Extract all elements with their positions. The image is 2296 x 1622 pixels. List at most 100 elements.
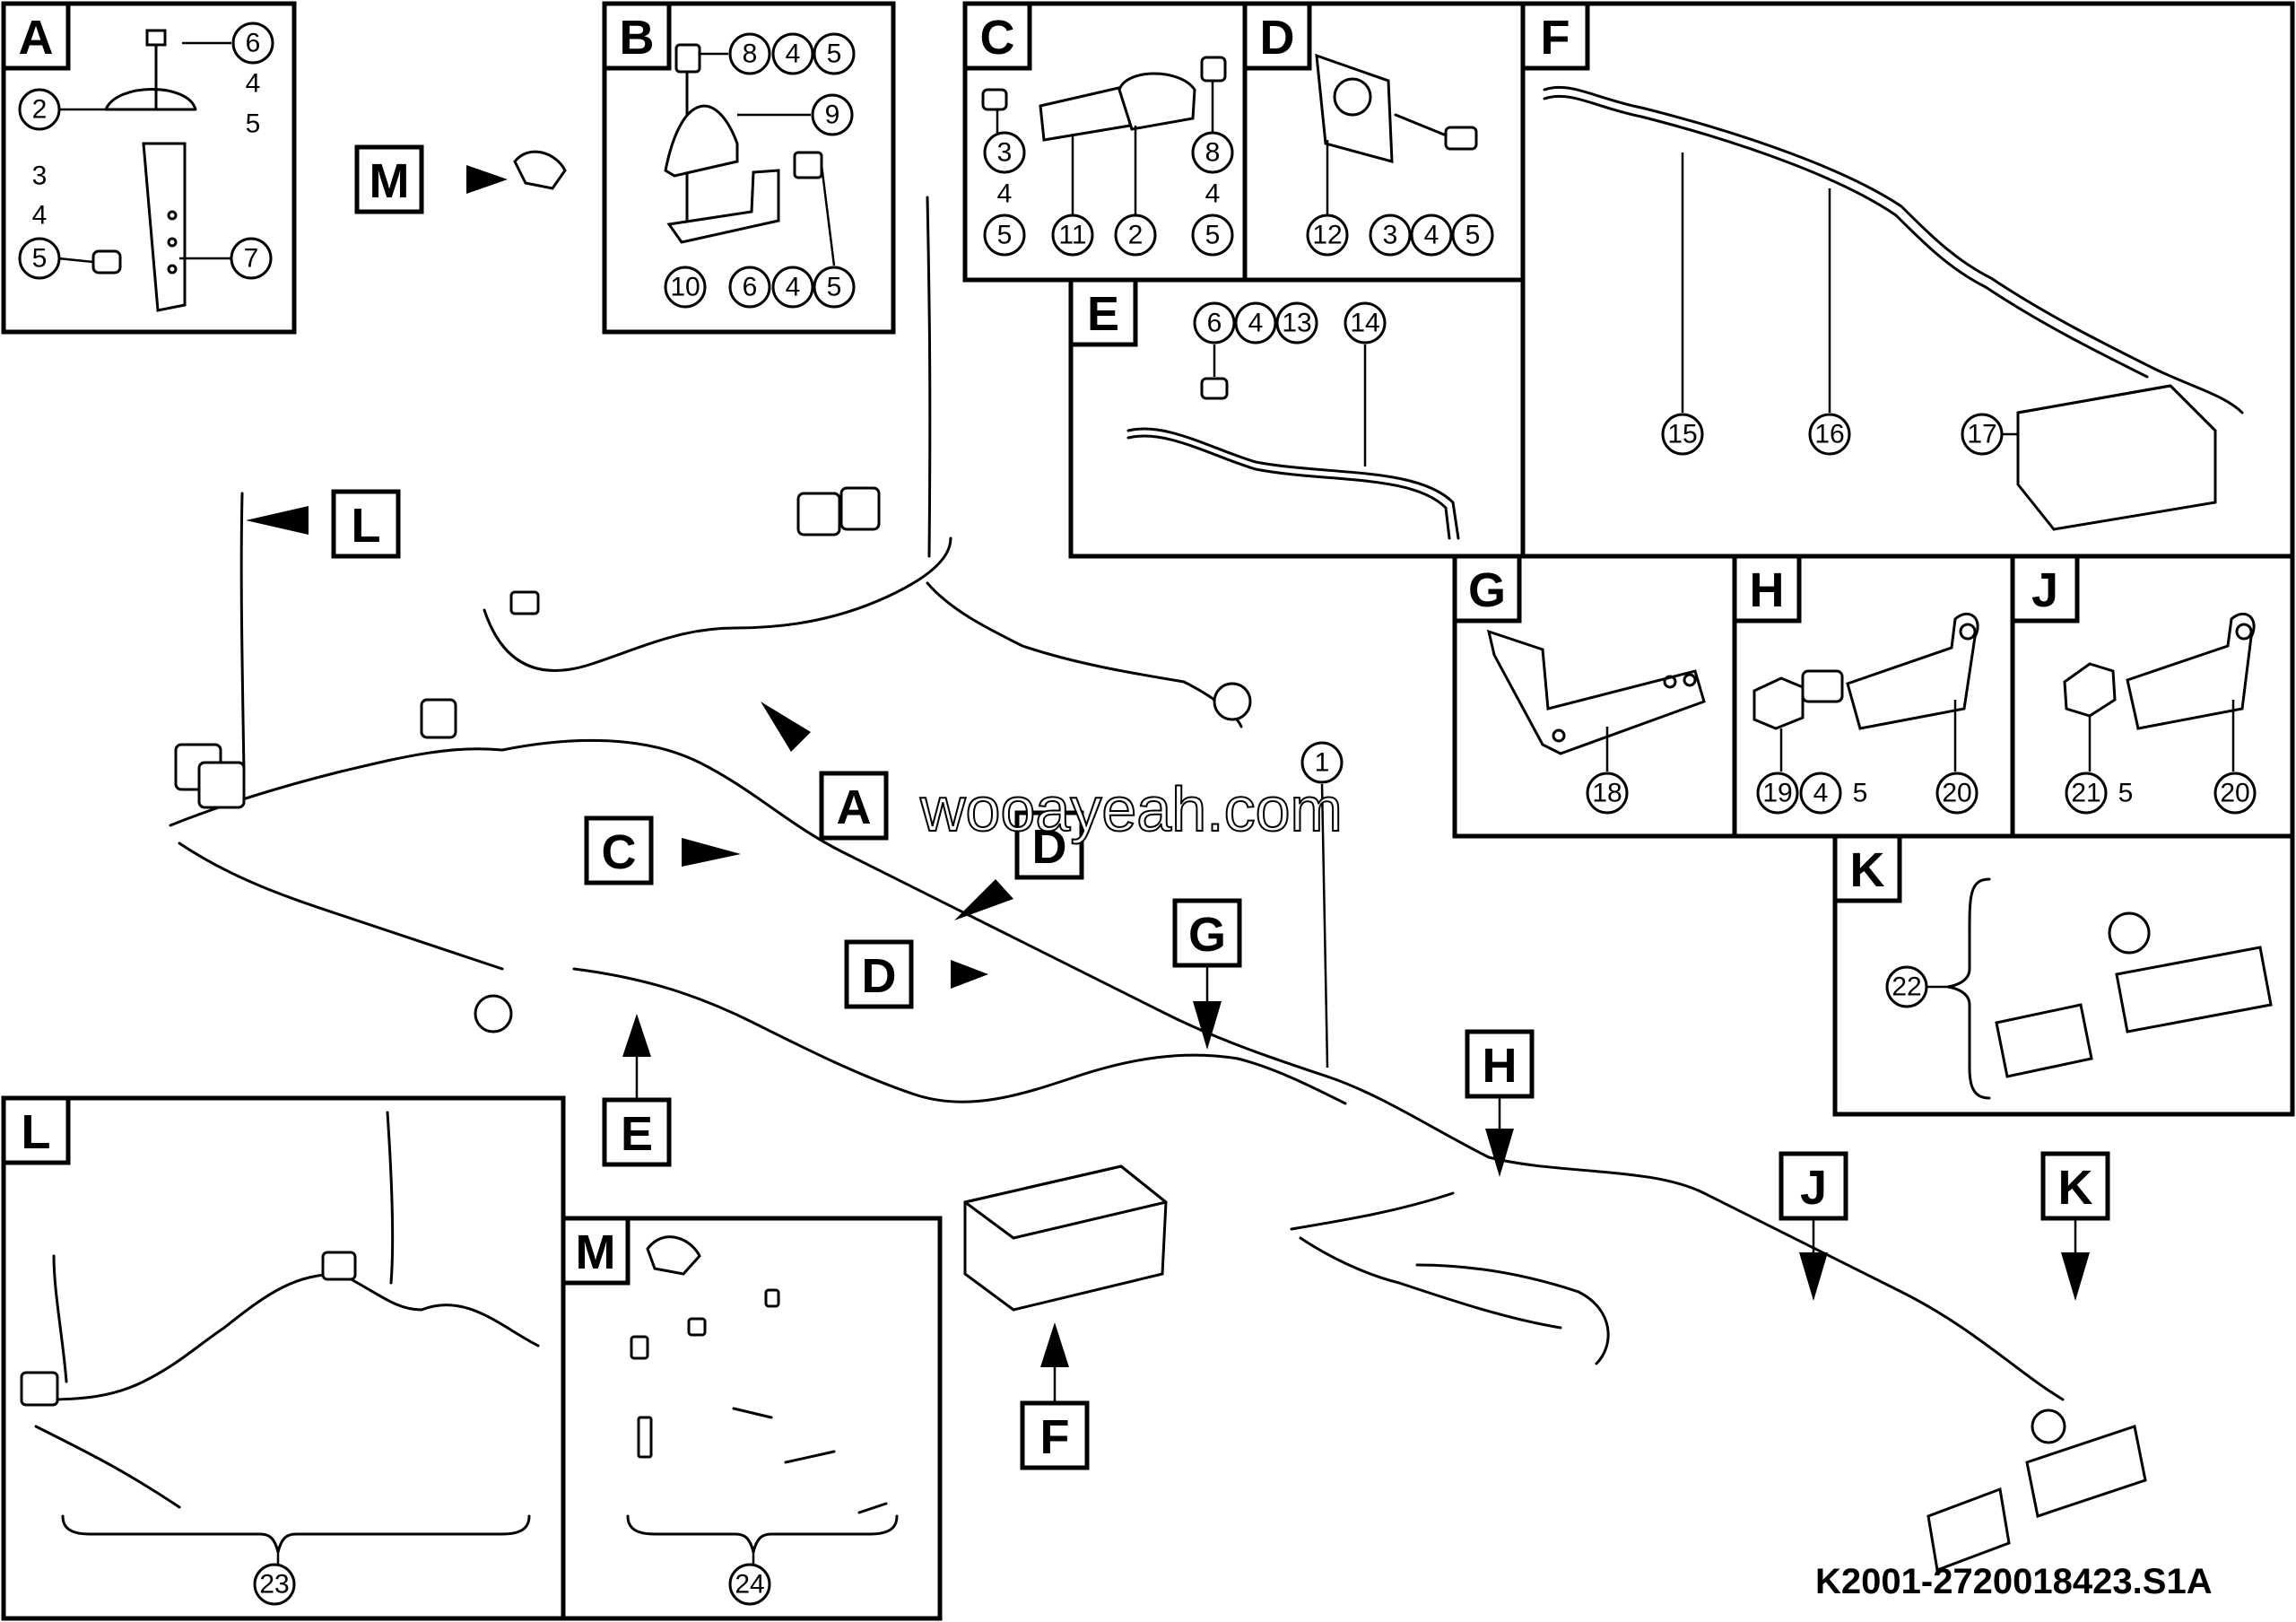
view-k-parts xyxy=(1892,877,2273,1100)
view-h-parts xyxy=(1752,613,1979,772)
main-label-text-d1: D xyxy=(1032,820,1067,874)
main-label-text-d2: D xyxy=(862,949,897,1003)
callouts-d: 12 3 4 5 xyxy=(1306,214,1494,257)
callout-a-5: 3 xyxy=(32,161,48,191)
callouts-c: 3 4 5 11 2 8 4 5 xyxy=(983,131,1234,257)
callout-e-3: 13 xyxy=(1282,309,1311,338)
callout-a-4: 2 xyxy=(32,95,48,125)
view-label-e: E xyxy=(1087,287,1119,341)
callout-e-4: 14 xyxy=(1350,309,1379,338)
callouts-h: 19 4 5 20 xyxy=(1756,772,1979,815)
main-label-text-h: H xyxy=(1483,1039,1518,1093)
view-label-a: A xyxy=(19,11,54,65)
view-b-parts xyxy=(664,43,836,266)
callouts-l: 23 xyxy=(253,1563,296,1606)
callout-c-6: 8 xyxy=(1205,138,1221,168)
callout-h-4: 20 xyxy=(1942,779,1971,808)
callouts-a: 6 4 5 2 3 4 5 7 xyxy=(18,22,274,280)
callout-h-3: 5 xyxy=(1853,779,1868,808)
callout-h-1: 19 xyxy=(1762,779,1792,808)
view-m-parts xyxy=(626,1235,899,1565)
main-label-f: F xyxy=(1020,1322,1090,1470)
callout-c-3: 5 xyxy=(997,221,1013,250)
callouts-j: 21 5 20 xyxy=(2065,772,2257,815)
callout-f-3: 17 xyxy=(1967,420,1996,449)
main-label-text-e: E xyxy=(621,1107,653,1161)
main-callout-1: 1 xyxy=(1300,741,1344,1068)
callout-c-8: 5 xyxy=(1205,221,1221,250)
callout-h-2: 4 xyxy=(1813,779,1829,808)
callout-b-2: 4 xyxy=(786,39,801,69)
callout-d-1: 12 xyxy=(1312,221,1342,250)
main-label-e: E xyxy=(602,1014,672,1167)
callout-b-6: 6 xyxy=(743,273,758,302)
view-label-c: C xyxy=(980,11,1015,65)
callout-c-4: 11 xyxy=(1058,221,1086,250)
callout-b-5: 10 xyxy=(670,273,700,302)
main-label-m: M xyxy=(354,144,508,214)
main-label-text-m: M xyxy=(370,154,410,208)
main-label-text-a: A xyxy=(837,780,872,834)
view-label-b: B xyxy=(620,11,655,65)
callout-j-3: 20 xyxy=(2220,779,2249,808)
main-label-a: A xyxy=(761,702,889,841)
view-label-k: K xyxy=(1850,843,1885,897)
main-harness-assembly xyxy=(169,150,2147,1573)
callout-c-2: 4 xyxy=(997,179,1013,209)
callout-c-5: 2 xyxy=(1128,221,1144,250)
callout-a-6: 4 xyxy=(32,201,48,231)
callout-f-2: 16 xyxy=(1814,420,1844,449)
callouts-m: 24 xyxy=(728,1563,771,1606)
view-label-m: M xyxy=(576,1225,616,1279)
main-label-l: L xyxy=(246,489,401,559)
view-f-parts xyxy=(1543,85,2244,531)
view-d-parts xyxy=(1315,53,1478,215)
main-label-text-j: J xyxy=(1800,1161,1827,1215)
callout-b-1: 8 xyxy=(743,39,758,69)
view-j-parts xyxy=(2063,613,2256,772)
callout-a-3: 5 xyxy=(246,109,261,139)
view-c-parts xyxy=(981,56,1227,215)
main-label-d2: D xyxy=(844,939,988,1009)
callout-a-7: 5 xyxy=(32,244,48,274)
view-label-g: G xyxy=(1468,563,1506,617)
callout-a-1: 6 xyxy=(246,29,261,58)
main-label-text-c: C xyxy=(602,825,637,879)
callout-g-1: 18 xyxy=(1592,779,1622,808)
watermark: wooayeah.com xyxy=(919,774,1343,844)
main-label-text-l: L xyxy=(352,499,381,553)
view-label-j: J xyxy=(2031,563,2058,617)
main-label-text-g: G xyxy=(1188,908,1226,962)
view-label-f: F xyxy=(1541,11,1570,65)
main-label-k: K xyxy=(2040,1151,2110,1301)
view-a-parts xyxy=(57,29,231,312)
callout-m-1: 24 xyxy=(735,1570,764,1600)
callout-j-2: 5 xyxy=(2118,779,2134,808)
main-label-text-f: F xyxy=(1040,1410,1070,1464)
view-label-l: L xyxy=(22,1105,51,1159)
view-l-parts xyxy=(20,1111,540,1565)
callout-e-1: 6 xyxy=(1207,309,1222,338)
view-box-l: L xyxy=(1,1095,566,1621)
callout-b-3: 5 xyxy=(827,39,842,69)
callout-a-8: 7 xyxy=(244,244,259,274)
callout-k-1: 22 xyxy=(1892,972,1921,1002)
callouts-e: 6 4 13 14 xyxy=(1193,301,1387,344)
drawing-code: K2001-2720018423.S1A xyxy=(1815,1562,2213,1601)
callouts-k: 22 xyxy=(1885,965,1928,1008)
main-label-text-k: K xyxy=(2058,1161,2093,1215)
callout-main-1: 1 xyxy=(1315,748,1330,778)
callouts-g: 18 xyxy=(1586,772,1629,815)
callout-b-7: 4 xyxy=(786,273,801,302)
callouts-f: 15 16 17 xyxy=(1661,413,2004,456)
main-label-c: C xyxy=(584,815,741,885)
callout-d-3: 4 xyxy=(1424,221,1439,250)
callout-c-7: 4 xyxy=(1205,179,1221,209)
main-label-h: H xyxy=(1465,1029,1535,1177)
view-e-parts xyxy=(1126,344,1460,540)
callout-c-1: 3 xyxy=(997,138,1013,168)
callout-e-2: 4 xyxy=(1248,309,1264,338)
callout-a-2: 4 xyxy=(246,69,261,99)
main-label-j: J xyxy=(1779,1151,1848,1301)
